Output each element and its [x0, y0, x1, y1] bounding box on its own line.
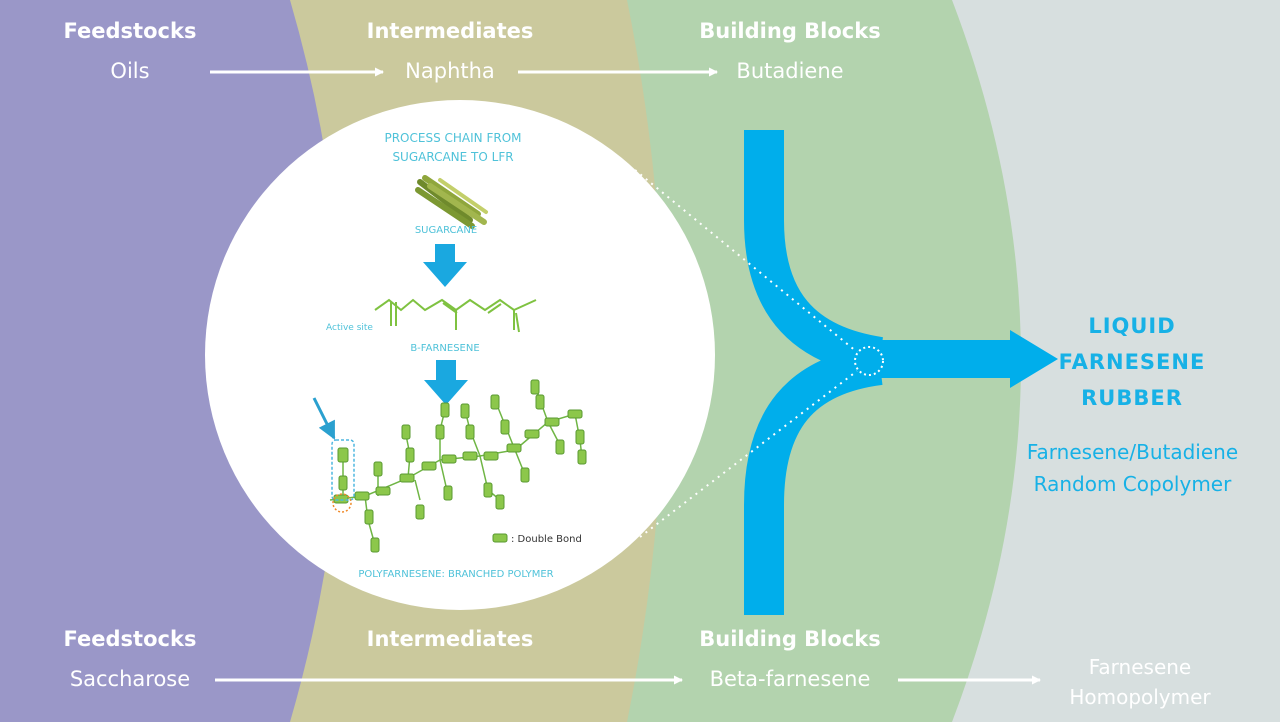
top-feedstocks-header: Feedstocks: [63, 19, 197, 43]
down-arrow-2-icon: [424, 360, 468, 405]
product-subtitle: Farnesene/Butadiene Random Copolymer: [1000, 436, 1265, 500]
bottom-product: Farnesene Homopolymer: [1040, 652, 1240, 712]
farnesene-double-bonds: [390, 302, 520, 333]
farnesene-molecule: [374, 298, 537, 312]
active-site-label: Active site: [326, 323, 373, 333]
bottom-product-line-1: Farnesene: [1088, 655, 1192, 679]
product-title: LIQUID FARNESENE RUBBER: [1032, 308, 1232, 416]
zoom-target-circle: [854, 346, 884, 376]
bottom-feedstocks-header: Feedstocks: [63, 627, 197, 651]
bottom-building-blocks-header: Building Blocks: [699, 627, 881, 651]
bottom-intermediates-header: Intermediates: [366, 627, 534, 651]
product-subtitle-line-2: Random Copolymer: [1033, 472, 1232, 496]
down-arrow-1-icon: [423, 244, 467, 287]
feedstocks-band: [0, 0, 343, 722]
product-title-line-2: FARNESENE: [1058, 350, 1206, 374]
top-building-blocks-header: Building Blocks: [699, 19, 881, 43]
polyfarnesene-polymer: [312, 379, 587, 553]
product-title-line-3: RUBBER: [1081, 386, 1183, 410]
product-title-line-1: LIQUID: [1088, 314, 1176, 338]
bottom-building-block: Beta-farnesene: [709, 667, 871, 691]
bottom-feedstock: Saccharose: [69, 667, 191, 691]
active-site-highlight: [332, 493, 352, 513]
bottom-product-line-2: Homopolymer: [1069, 685, 1211, 709]
top-intermediate: Naphtha: [405, 59, 495, 83]
merged-flow-arrowhead: [1010, 330, 1058, 388]
inset-title-line-1: PROCESS CHAIN FROM: [384, 131, 521, 145]
merged-flow-shaft: [860, 340, 1016, 378]
top-intermediates-header: Intermediates: [366, 19, 534, 43]
sugarcane-icon: [415, 175, 488, 229]
step2-label: B-FARNESENE: [410, 343, 479, 354]
step3-label: POLYFARNESENE: BRANCHED POLYMER: [358, 569, 553, 580]
inset-title-line-2: SUGARCANE TO LFR: [392, 150, 513, 164]
product-subtitle-line-1: Farnesene/Butadiene: [1026, 440, 1239, 464]
double-bond-legend: : Double Bond: [511, 534, 582, 545]
farnesene-branches: [455, 310, 515, 330]
double-bond-legend-icon: [492, 533, 508, 543]
beta-farnesene-flow: [744, 345, 883, 615]
top-building-block: Butadiene: [736, 59, 844, 83]
step1-label: SUGARCANE: [415, 225, 477, 236]
top-feedstock: Oils: [110, 59, 150, 83]
active-end-highlight: [331, 439, 355, 501]
pointer-arrow: [312, 397, 336, 440]
inset-circle: [205, 100, 715, 610]
zoom-line-top: [634, 169, 858, 353]
